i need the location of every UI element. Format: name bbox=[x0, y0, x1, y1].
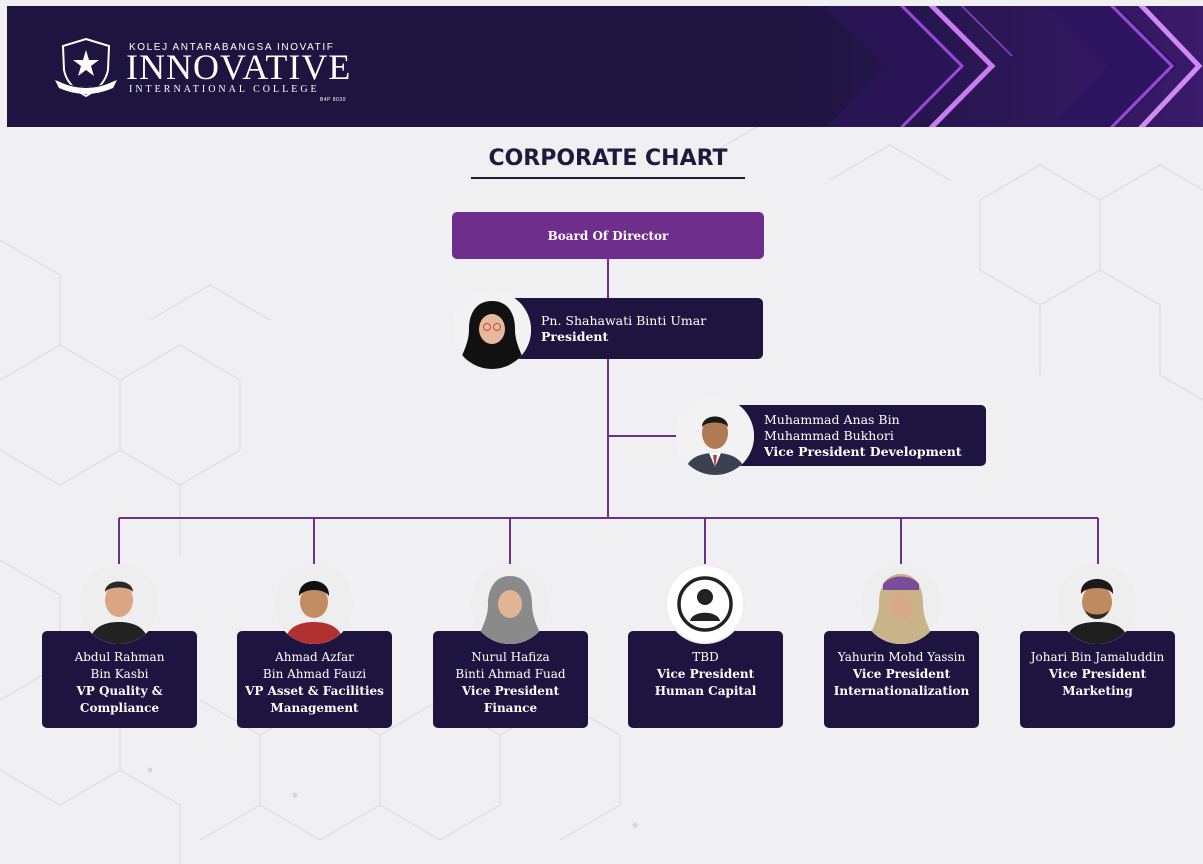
vp-box-asset: Ahmad Azfar Bin Ahmad Fauzi VP Asset & F… bbox=[237, 631, 392, 728]
vp-development-role: Vice President Development bbox=[764, 444, 962, 459]
vp-role-line1: VP Asset & Facilities bbox=[245, 684, 384, 698]
vp-role-line2: Finance bbox=[483, 701, 538, 715]
vp-name-line1: Ahmad Azfar bbox=[275, 650, 354, 664]
portrait-man-icon bbox=[1057, 564, 1137, 644]
vp-role-line2: Internationalization bbox=[833, 684, 970, 698]
portrait-hijab-woman-icon bbox=[861, 564, 941, 644]
vp-name-line1: TBD bbox=[692, 650, 719, 664]
vp-role-line1: Vice President bbox=[461, 684, 560, 698]
vp-role-line1: Vice President bbox=[1048, 667, 1147, 681]
user-placeholder-icon bbox=[667, 566, 743, 642]
vp-development-name-line1: Muhammad Anas Bin bbox=[764, 412, 900, 427]
vp-role-line2: Management bbox=[270, 701, 359, 715]
page-title: CORPORATE CHART bbox=[488, 146, 728, 171]
vp-photo-finance bbox=[470, 564, 550, 644]
vp-name-line1: Yahurin Mohd Yassin bbox=[837, 650, 966, 664]
president-photo bbox=[453, 291, 531, 369]
chevron-decoration bbox=[787, 6, 1203, 127]
vp-role-line1: Vice President bbox=[852, 667, 951, 681]
portrait-man-icon bbox=[79, 564, 159, 644]
vp-development-name-line2: Muhammad Bukhori bbox=[764, 428, 894, 443]
vp-role-line2: Marketing bbox=[1062, 684, 1133, 698]
portrait-man-suit-icon bbox=[676, 397, 754, 475]
portrait-hijab-woman-icon bbox=[470, 564, 550, 644]
vp-photo-quality bbox=[79, 564, 159, 644]
president-name: Pn. Shahawati Binti Umar bbox=[541, 313, 707, 328]
board-of-director-box: Board Of Director bbox=[452, 212, 764, 259]
logo-main-text: INNOVATIVE bbox=[126, 47, 352, 87]
vp-development-photo bbox=[676, 397, 754, 475]
title-underline bbox=[471, 177, 745, 179]
college-logo: KOLEJ ANTARABANGSA INOVATIF INNOVATIVE I… bbox=[53, 36, 353, 106]
vp-role-line2: Human Capital bbox=[654, 684, 757, 698]
vp-name-line1: Johari Bin Jamaluddin bbox=[1030, 650, 1165, 664]
vp-box-internationalization: Yahurin Mohd Yassin Vice President Inter… bbox=[824, 631, 979, 728]
vp-name-line1: Abdul Rahman bbox=[74, 650, 165, 664]
vp-box-quality: Abdul Rahman Bin Kasbi VP Quality & Comp… bbox=[42, 631, 197, 728]
vp-box-finance: Nurul Hafiza Binti Ahmad Fuad Vice Presi… bbox=[433, 631, 588, 728]
vp-name-line2: Binti Ahmad Fuad bbox=[455, 667, 566, 681]
vp-photo-human-capital bbox=[665, 564, 745, 644]
vp-role-line2: Compliance bbox=[79, 701, 160, 715]
vp-photo-marketing bbox=[1057, 564, 1137, 644]
president-role: President bbox=[541, 329, 609, 344]
shield-star-emblem-icon bbox=[55, 37, 117, 98]
vp-name-line2: Bin Ahmad Fauzi bbox=[262, 667, 367, 681]
logo-sub-text: INTERNATIONAL COLLEGE bbox=[129, 84, 320, 95]
vp-role-line1: VP Quality & bbox=[76, 684, 163, 698]
header-banner: KOLEJ ANTARABANGSA INOVATIF INNOVATIVE I… bbox=[7, 6, 1203, 127]
vp-photo-internationalization bbox=[861, 564, 941, 644]
vp-box-marketing: Johari Bin Jamaluddin Vice President Mar… bbox=[1020, 631, 1175, 728]
portrait-man-icon bbox=[274, 564, 354, 644]
vp-name-line1: Nurul Hafiza bbox=[471, 650, 550, 664]
vp-box-human-capital: TBD Vice President Human Capital bbox=[628, 631, 783, 728]
vp-name-line2: Bin Kasbi bbox=[90, 667, 149, 681]
vp-role-line1: Vice President bbox=[656, 667, 755, 681]
logo-top-text: KOLEJ ANTARABANGSA INOVATIF bbox=[129, 42, 335, 53]
vp-photo-asset bbox=[274, 564, 354, 644]
board-label: Board Of Director bbox=[547, 228, 669, 243]
portrait-hijab-woman-icon bbox=[453, 291, 531, 369]
logo-registration-text: B4P 8030 bbox=[320, 97, 346, 103]
